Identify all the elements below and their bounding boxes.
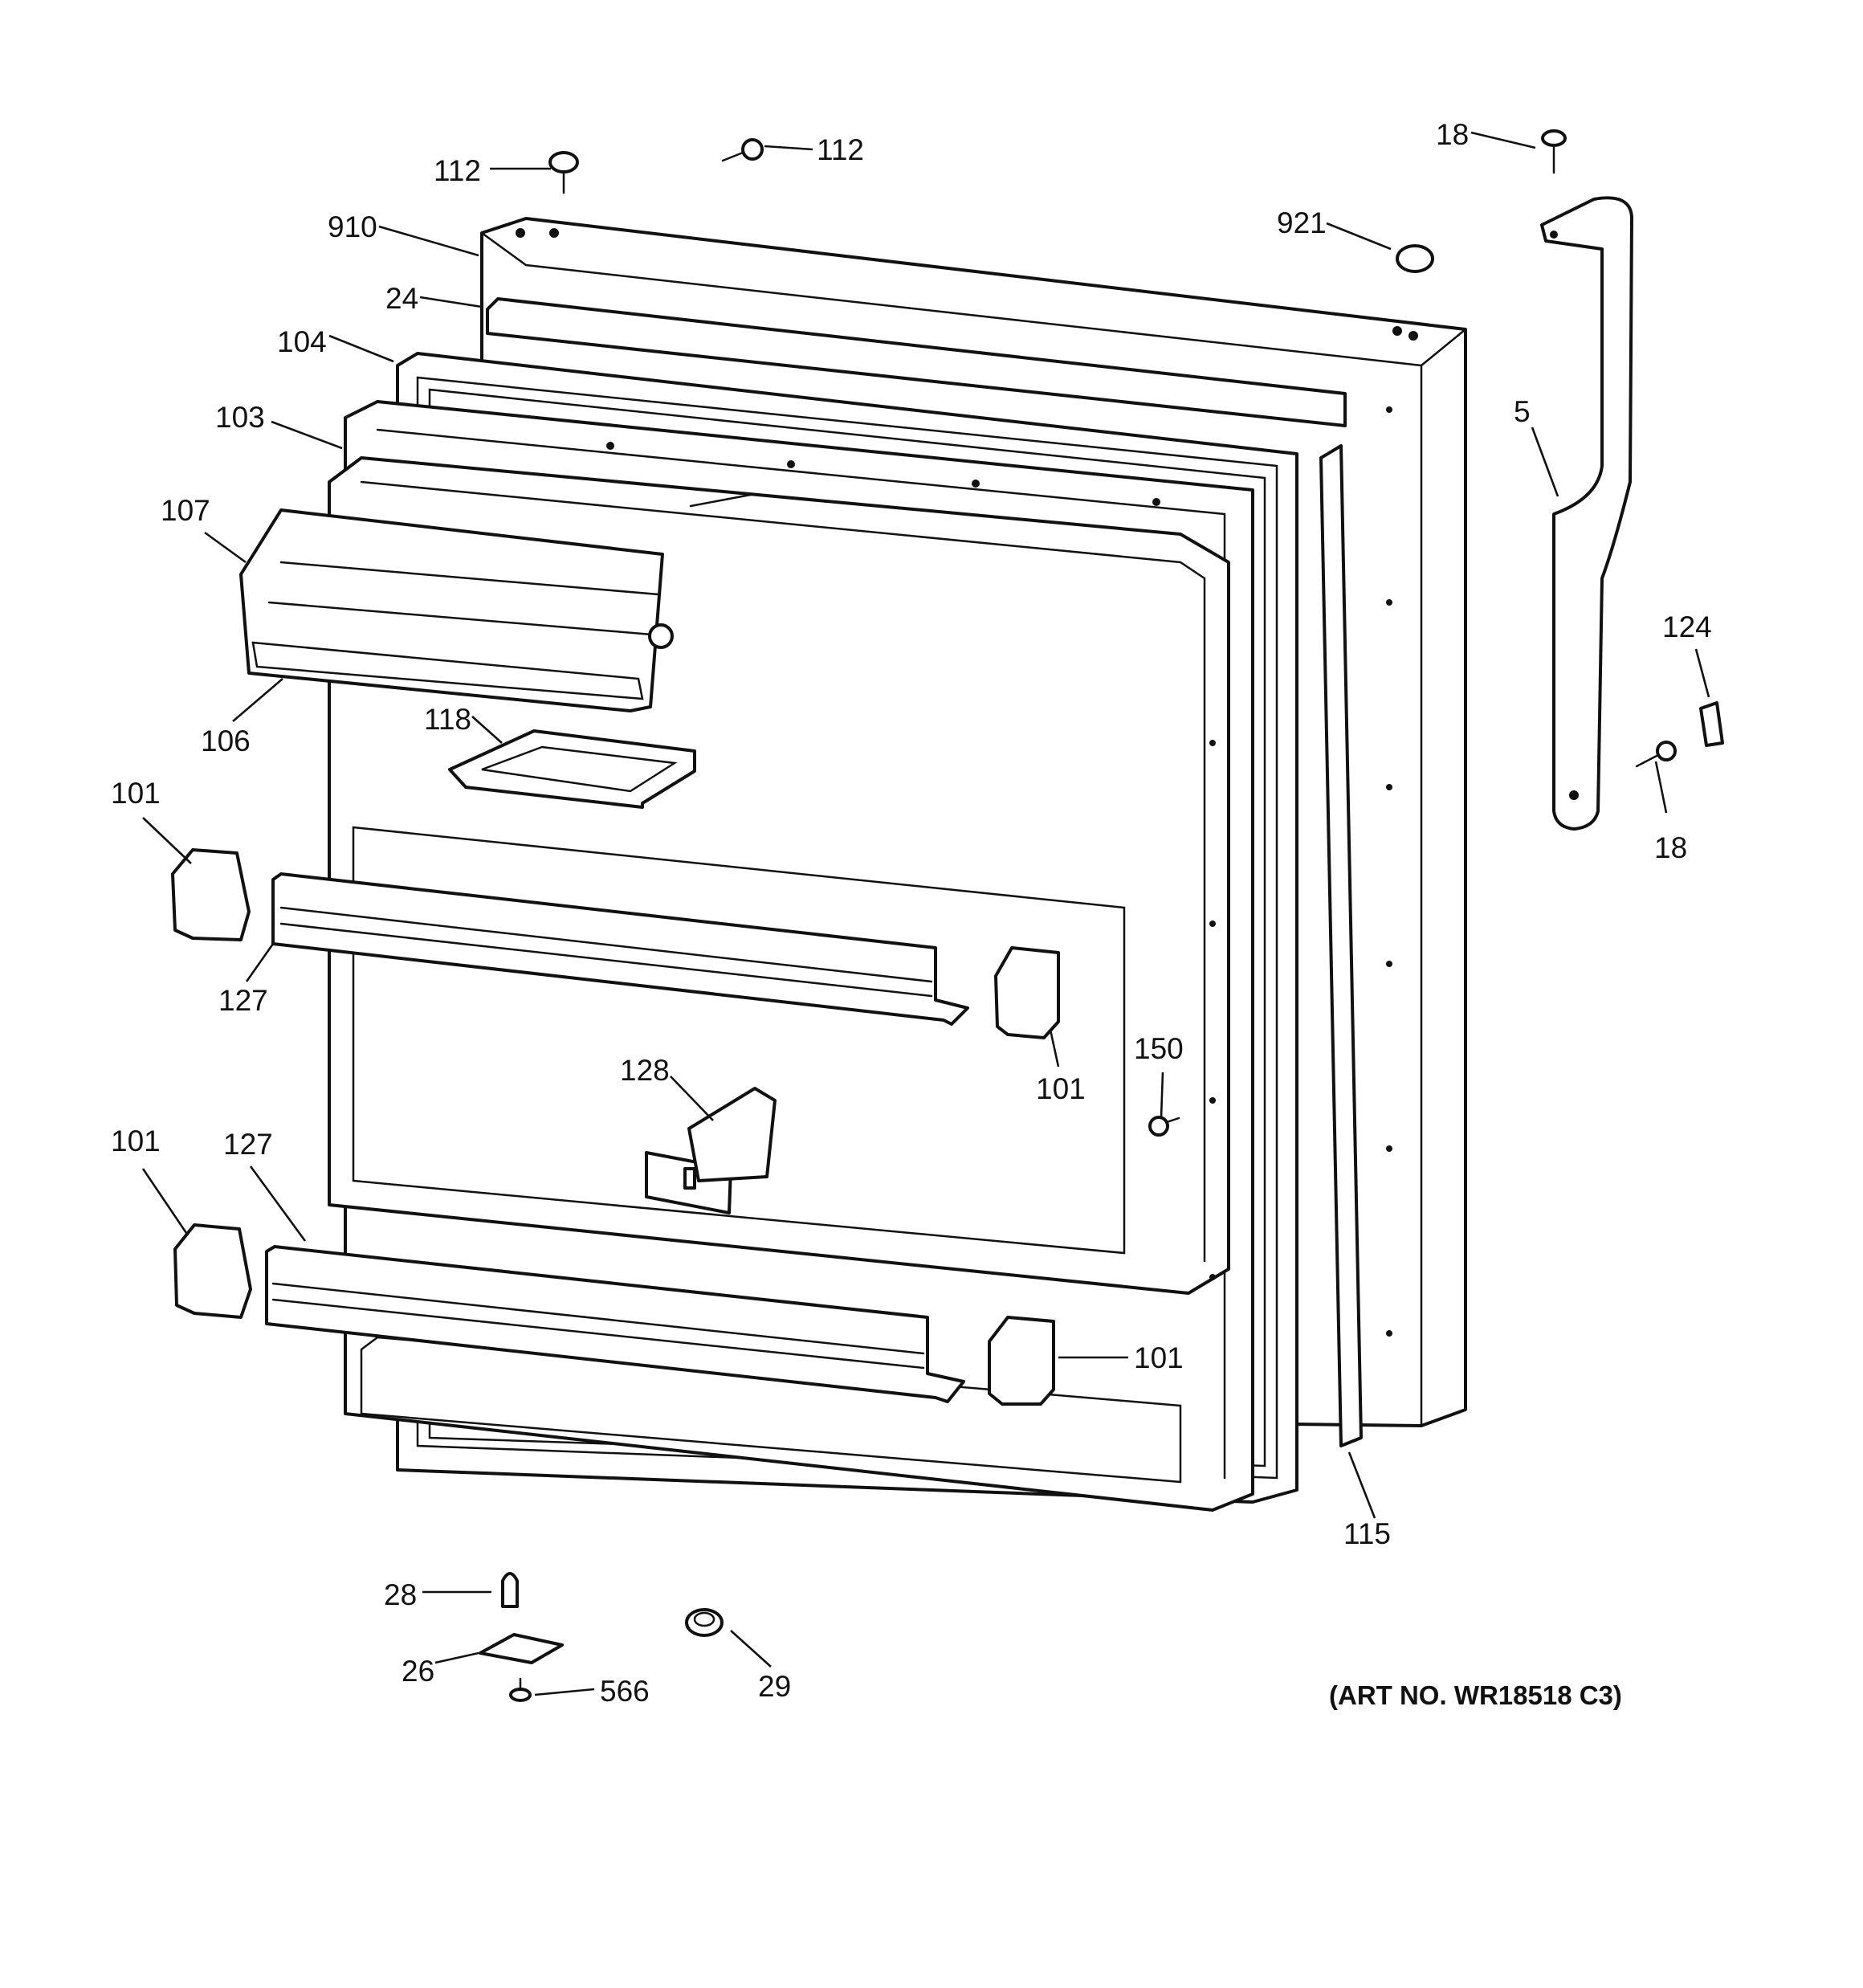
callout-566: 566	[600, 1675, 650, 1708]
callout-103: 103	[215, 401, 265, 434]
callout-101-lower-right: 101	[1134, 1341, 1184, 1374]
pin-28	[501, 1572, 519, 1608]
callout-112-center: 112	[817, 133, 864, 166]
shelf-end-cap-lower-left	[173, 1223, 252, 1319]
shelf-end-cap-upper-left	[171, 848, 251, 941]
callout-118: 118	[424, 703, 471, 736]
screw-150	[1148, 1116, 1180, 1137]
callout-26: 26	[402, 1655, 434, 1688]
hinge-plate-26	[479, 1633, 564, 1664]
leader-lines	[141, 131, 1710, 1696]
callout-106: 106	[201, 725, 251, 757]
door-handle	[1540, 196, 1633, 831]
screw-112-top-left	[548, 151, 579, 194]
callout-28: 28	[384, 1578, 417, 1611]
bushing-29	[685, 1608, 724, 1637]
callout-124: 124	[1662, 610, 1712, 643]
bottle-retainer	[645, 1087, 777, 1214]
screw-112-top-center	[721, 138, 764, 162]
callout-910: 910	[328, 210, 377, 243]
clip-124	[1699, 701, 1724, 747]
screw-18-handle-bottom	[1635, 741, 1677, 768]
callout-128: 128	[620, 1054, 670, 1087]
callout-18-bottom: 18	[1654, 831, 1687, 864]
callout-127-upper: 127	[218, 984, 268, 1017]
callout-101-upper-left: 101	[111, 777, 161, 810]
callout-127-lower: 127	[223, 1128, 273, 1161]
callout-labels: 112 112 18 910 921 24 104 103 5 107 106 …	[111, 118, 1712, 1710]
callout-18-top: 18	[1436, 118, 1469, 151]
art-number: (ART NO. WR18518 C3)	[1329, 1680, 1622, 1710]
callout-115: 115	[1343, 1517, 1391, 1550]
door-shelf-rail-upper	[271, 872, 969, 1026]
callout-5: 5	[1514, 395, 1531, 428]
storage-tray	[448, 729, 696, 809]
callout-150: 150	[1134, 1032, 1184, 1065]
callout-112-left: 112	[434, 154, 481, 187]
dairy-compartment-cover	[239, 508, 674, 712]
vertical-gasket	[1319, 444, 1363, 1447]
callout-107: 107	[161, 494, 210, 527]
callout-921: 921	[1277, 206, 1327, 239]
callout-29: 29	[758, 1670, 791, 1703]
callout-101-lower-left: 101	[111, 1125, 161, 1157]
door-shelf-rail-lower	[265, 1245, 965, 1403]
shelf-end-cap-upper-right	[994, 946, 1060, 1039]
door-trim-strip	[486, 297, 1347, 427]
plug-921	[1396, 244, 1434, 273]
screw-18-handle-top	[1541, 129, 1567, 174]
shelf-end-cap-lower-right	[988, 1316, 1055, 1406]
callout-101-upper-right: 101	[1036, 1072, 1086, 1105]
screw-566	[509, 1677, 532, 1702]
callout-104: 104	[277, 325, 327, 358]
callout-24: 24	[385, 282, 418, 315]
